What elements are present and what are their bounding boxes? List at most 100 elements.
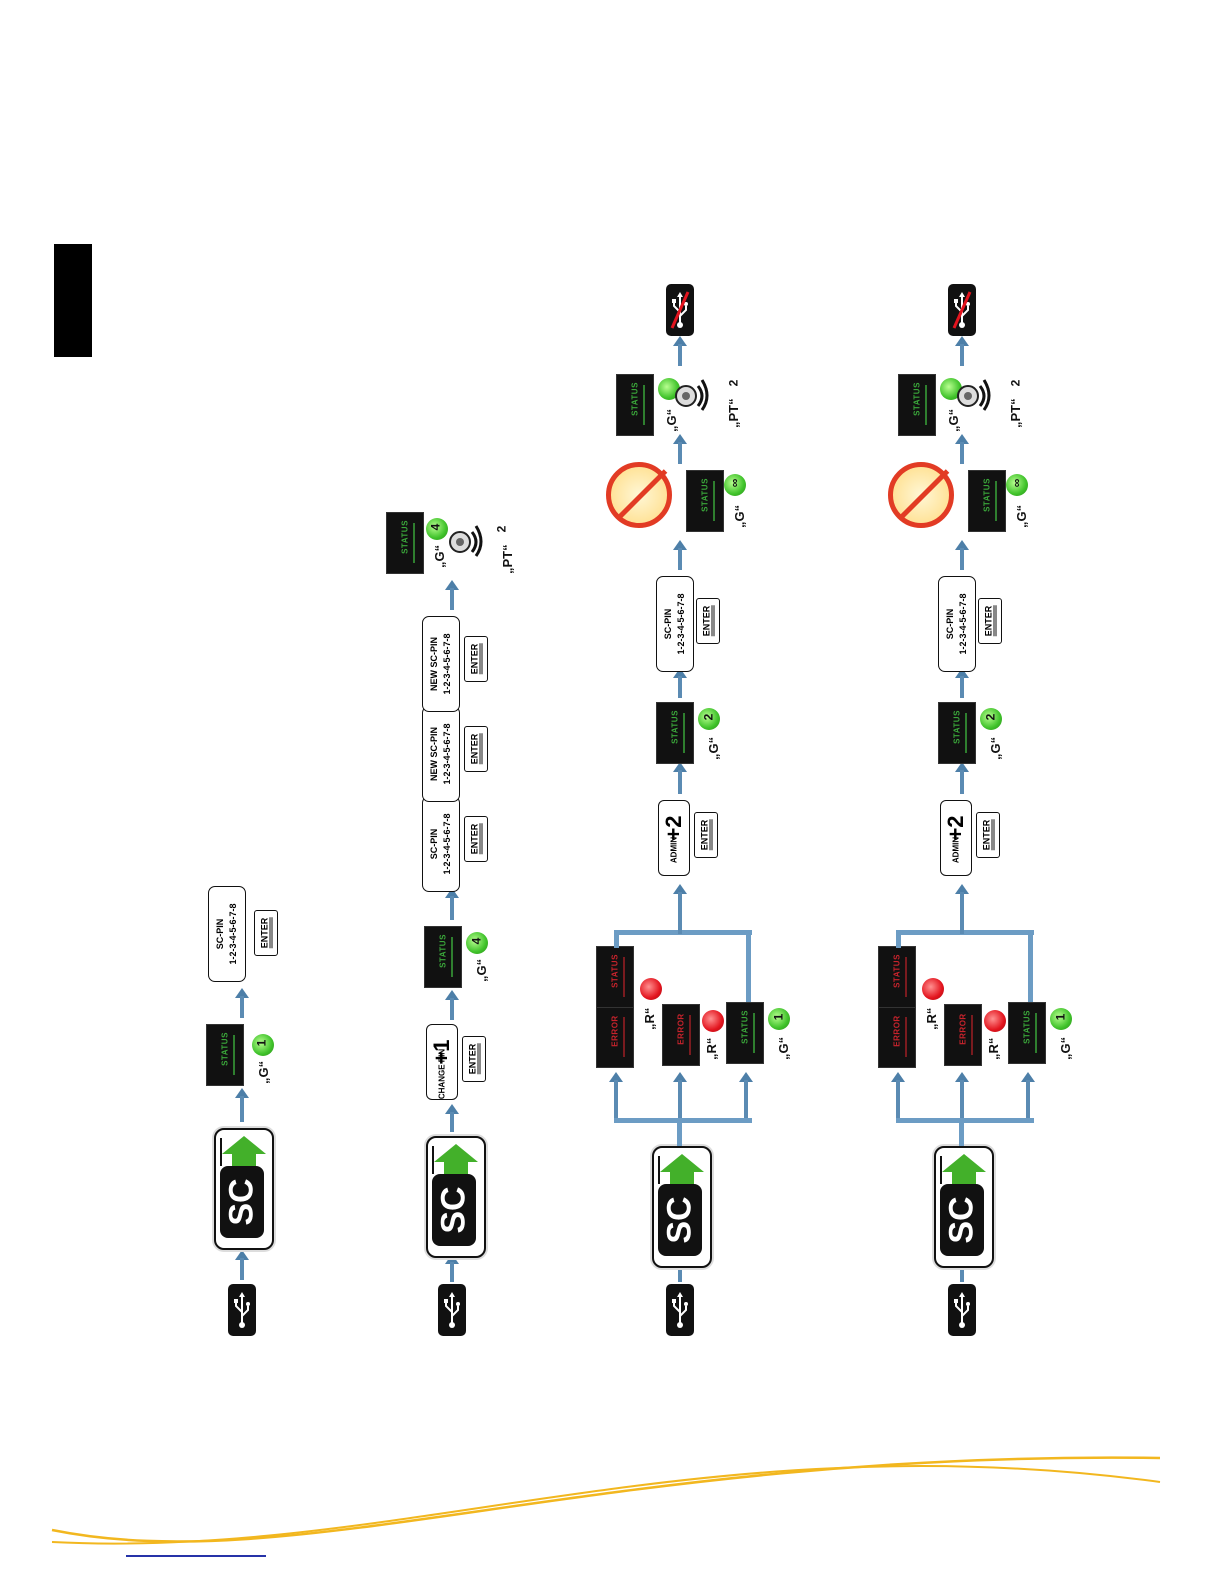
green-led-dot xyxy=(940,378,962,400)
error-led: ERROR xyxy=(596,1006,634,1068)
red-led-dot xyxy=(984,1010,1006,1032)
green-indicator-label: „G“ xyxy=(256,1060,271,1084)
status-led: STATUS xyxy=(686,470,724,532)
flow-arrow xyxy=(235,1088,249,1122)
smartcard-insert-icon: SC xyxy=(934,1146,994,1268)
pt-indicator-label: „PT“ xyxy=(1008,398,1023,428)
enter-key: ENTER xyxy=(464,636,488,682)
green-led-dot xyxy=(1006,474,1028,496)
green-led-dot xyxy=(252,1034,274,1056)
green-led-dot xyxy=(426,518,448,540)
flow-arrow xyxy=(445,580,459,610)
pt-indicator-label: „PT“ xyxy=(726,398,741,428)
green-indicator-label: „G“ xyxy=(664,408,679,432)
status-led: STATUS xyxy=(386,512,424,574)
branch-line xyxy=(1028,930,1033,1002)
chapter-tab xyxy=(54,244,92,357)
green-led-dot xyxy=(724,474,746,496)
speaker-icon xyxy=(675,379,709,411)
green-led-dot xyxy=(1050,1008,1072,1030)
pt-count: 2 xyxy=(494,525,509,533)
error-led: ERROR xyxy=(878,1006,916,1068)
flow-arrow xyxy=(673,884,687,934)
flow-arrow xyxy=(739,1072,753,1118)
usb-removed-icon xyxy=(948,284,976,336)
flow-arrow xyxy=(445,1104,459,1132)
flow-arrow xyxy=(445,1254,459,1282)
flow-arrow xyxy=(673,434,687,464)
flow-arrow xyxy=(673,1072,687,1118)
flow-arrow xyxy=(445,990,459,1020)
blink-count: 2 xyxy=(983,713,998,721)
error-led: ERROR xyxy=(944,1004,982,1066)
branch-line xyxy=(746,930,751,1002)
green-led-dot xyxy=(980,708,1002,730)
flow-arrow xyxy=(955,434,969,464)
green-indicator-label: „G“ xyxy=(988,736,1003,760)
flow-arrow xyxy=(673,336,687,366)
branch-line xyxy=(614,1118,752,1123)
enter-key: ENTER xyxy=(694,812,718,858)
flow-arrow xyxy=(955,762,969,794)
enter-key: ENTER xyxy=(696,598,720,644)
pt-indicator-label: „PT“ xyxy=(500,544,515,574)
footer-rule xyxy=(126,1555,266,1557)
speaker-icon xyxy=(957,379,991,411)
blink-count: 2 xyxy=(701,713,716,721)
flow-arrow xyxy=(609,1072,623,1118)
enter-key: ENTER xyxy=(254,910,278,956)
green-indicator-label: „G“ xyxy=(1014,504,1029,528)
speaker-icon xyxy=(449,525,483,557)
pt-count: 2 xyxy=(726,379,741,387)
status-led: STATUS xyxy=(616,374,654,436)
red-indicator-label: „R“ xyxy=(924,1007,939,1030)
blink-infinite: ∞ xyxy=(1009,478,1024,488)
red-indicator-label: „R“ xyxy=(704,1037,719,1060)
flow-arrow xyxy=(235,1250,249,1280)
no-key-icon xyxy=(888,462,954,528)
flow-arrow xyxy=(1021,1072,1035,1118)
red-led-dot xyxy=(922,978,944,1000)
green-indicator-label: „G“ xyxy=(1058,1036,1073,1060)
blink-count: 1 xyxy=(771,1013,786,1021)
green-indicator-label: „G“ xyxy=(776,1036,791,1060)
blink-infinite: ∞ xyxy=(727,478,742,488)
smartcard-insert-icon: SC xyxy=(426,1136,486,1258)
branch-line xyxy=(896,1118,1034,1123)
flow-arrow xyxy=(955,540,969,570)
flow-arrow xyxy=(673,540,687,570)
flow-arrow xyxy=(891,1072,905,1118)
red-led-dot xyxy=(702,1010,724,1032)
sc-label: SC xyxy=(222,1178,261,1226)
branch-line xyxy=(614,930,752,935)
usb-icon xyxy=(228,1284,256,1336)
flow-arrow xyxy=(955,336,969,366)
usb-icon xyxy=(948,1284,976,1336)
error-led: STATUS xyxy=(596,946,634,1008)
usb-icon xyxy=(666,1284,694,1336)
flow-arrow xyxy=(235,988,249,1018)
status-led: STATUS xyxy=(424,926,462,988)
enter-key: ENTER xyxy=(978,598,1002,644)
green-led-dot xyxy=(768,1008,790,1030)
blink-count: 1 xyxy=(1053,1013,1068,1021)
green-indicator-label: „G“ xyxy=(706,736,721,760)
flow-arrow xyxy=(673,762,687,794)
change-pin-key: +1 CHANGE PIN xyxy=(426,1024,458,1100)
green-led-dot xyxy=(698,708,720,730)
branch-line xyxy=(959,1118,964,1146)
flow-arrow xyxy=(673,668,687,698)
flow-arrow xyxy=(955,1072,969,1118)
green-led-dot xyxy=(466,932,488,954)
green-indicator-label: „G“ xyxy=(946,408,961,432)
smartcard-insert-icon: SC xyxy=(214,1128,274,1250)
status-led: STATUS xyxy=(206,1024,244,1086)
